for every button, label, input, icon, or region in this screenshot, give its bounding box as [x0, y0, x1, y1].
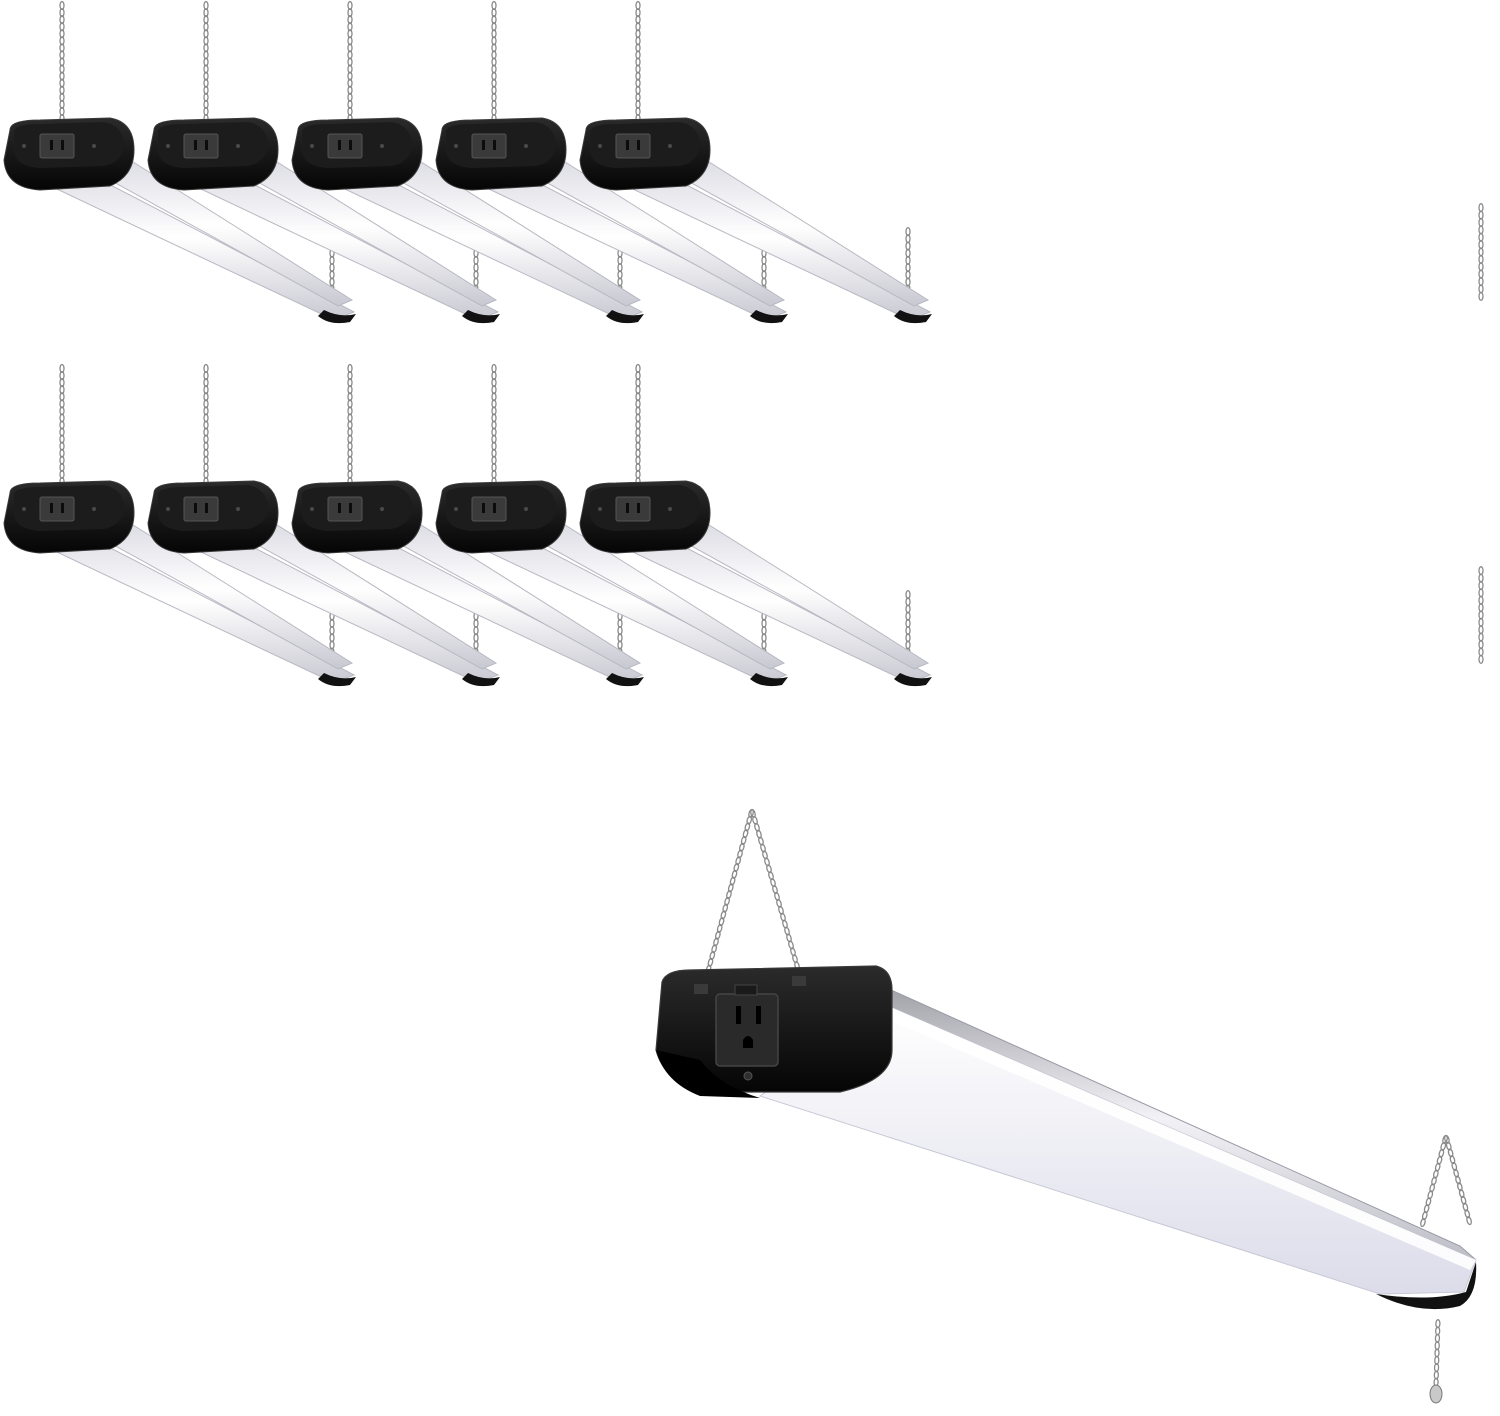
end-cap: [318, 673, 356, 687]
chain-icon: [1433, 1319, 1441, 1387]
hanger-tab: [792, 976, 806, 986]
small-fixture: [147, 0, 500, 324]
small-fixture: [435, 0, 788, 324]
small-fixture: [579, 0, 1484, 324]
small-fixture: [147, 363, 500, 687]
outlet-icon: [183, 496, 219, 522]
chain-icon: [491, 363, 497, 487]
chain-icon: [702, 808, 754, 988]
chain-icon: [347, 363, 353, 487]
end-cap: [750, 673, 788, 687]
outlet-icon: [327, 133, 363, 159]
chain-icon: [1444, 1134, 1472, 1226]
small-fixture: [3, 363, 356, 687]
end-cap: [894, 673, 932, 687]
end-cap: [750, 310, 788, 324]
small-fixture: [579, 363, 1484, 687]
outlet-icon: [39, 133, 75, 159]
end-cap: [606, 673, 644, 687]
end-cap: [1376, 1262, 1477, 1310]
outlet-icon: [715, 984, 779, 1067]
small-fixture: [291, 0, 644, 324]
chain-icon: [635, 0, 641, 124]
chain-icon: [203, 0, 209, 124]
chain-icon: [59, 363, 65, 487]
large-fixture-detail: [655, 808, 1477, 1404]
chain-icon: [347, 0, 353, 124]
outlet-icon: [615, 496, 651, 522]
chain-icon: [750, 808, 802, 978]
chain-icon: [203, 363, 209, 487]
small-fixture: [291, 363, 644, 687]
end-cap: [462, 673, 500, 687]
outlet-icon: [471, 133, 507, 159]
end-cap: [606, 310, 644, 324]
outlet-icon: [39, 496, 75, 522]
pull-chain-icon: [1429, 1384, 1443, 1404]
chain-icon: [491, 0, 497, 124]
small-fixture: [3, 0, 356, 324]
screw: [743, 1071, 753, 1081]
small-fixture-group: [3, 0, 1484, 687]
outlet-icon: [183, 133, 219, 159]
chain-icon: [1478, 566, 1484, 664]
end-cap: [318, 310, 356, 324]
chain-icon: [59, 0, 65, 124]
chain-icon: [635, 363, 641, 487]
hanger-tab: [694, 984, 708, 994]
end-cap: [894, 310, 932, 324]
outlet-icon: [615, 133, 651, 159]
outlet-icon: [327, 496, 363, 522]
small-fixture: [435, 363, 788, 687]
chain-icon: [1420, 1134, 1448, 1228]
outlet-icon: [471, 496, 507, 522]
chain-icon: [1478, 203, 1484, 301]
end-cap: [462, 310, 500, 324]
